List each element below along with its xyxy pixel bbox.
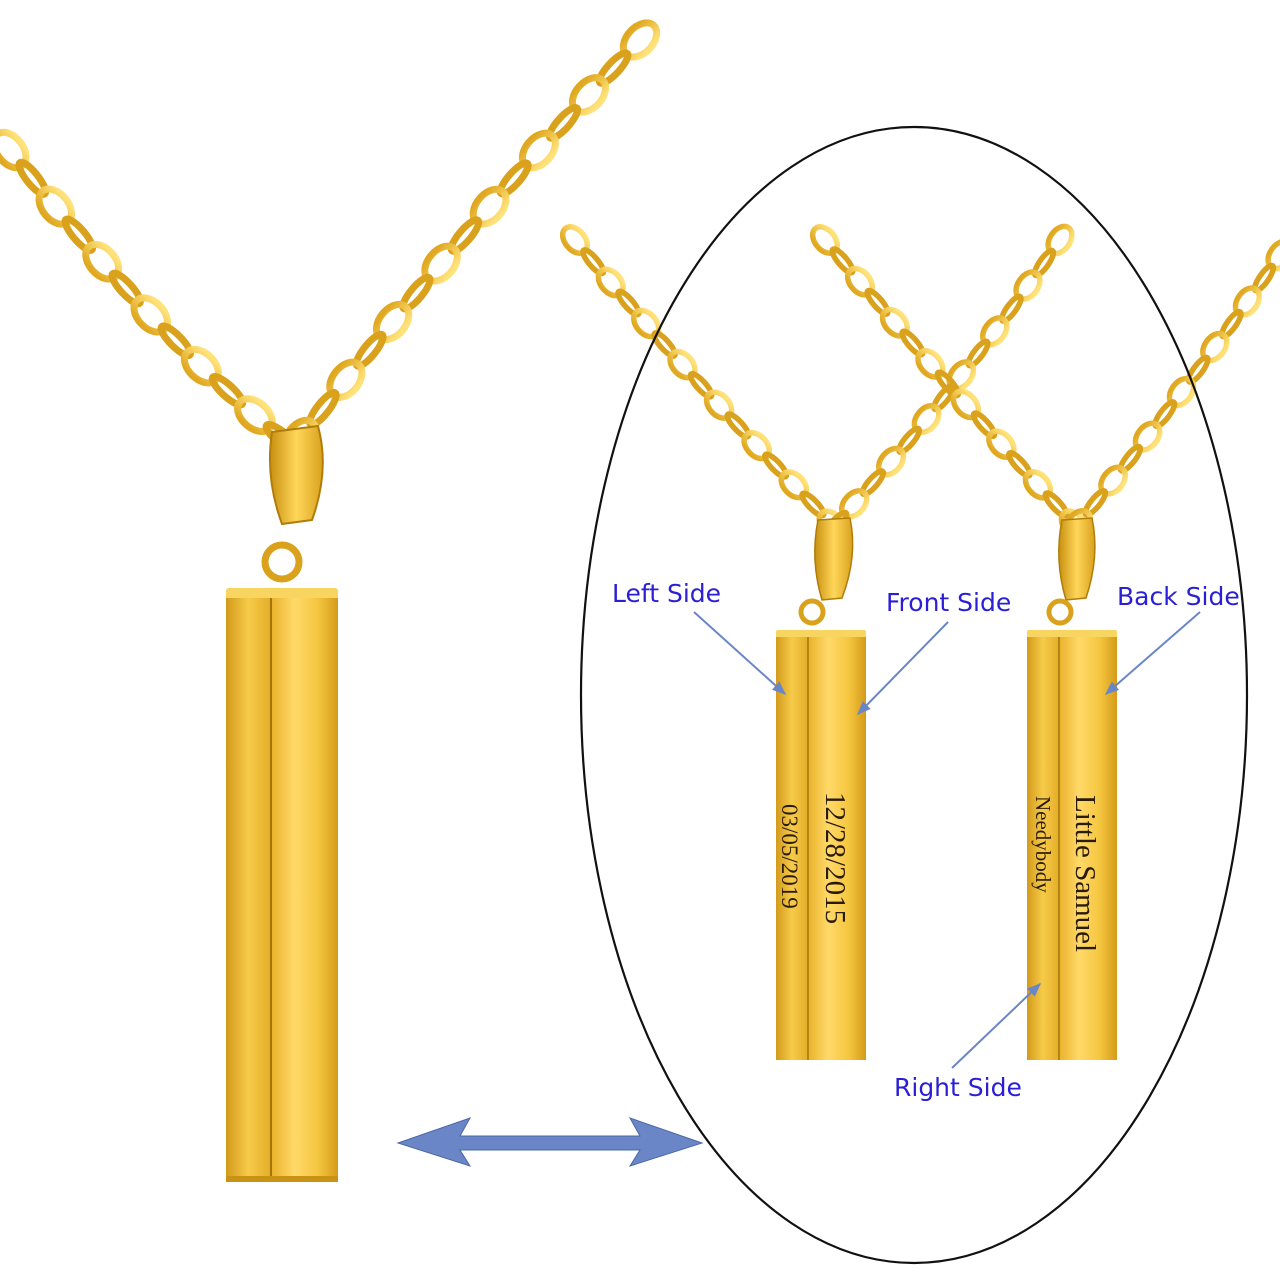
pointer-right-side	[951, 983, 1042, 1069]
chain-link	[970, 410, 998, 440]
chain-link	[762, 451, 790, 480]
pendant-a-front-face	[808, 637, 866, 1060]
detail-oval	[579, 125, 1249, 1265]
chain-link	[157, 322, 194, 360]
pendant-a-chain-left	[559, 224, 848, 540]
pointer-back-side	[1104, 611, 1201, 695]
chain-link	[651, 330, 678, 359]
engraving-left-date: 03/05/2019	[777, 804, 802, 909]
large-bar-front-face	[271, 598, 338, 1180]
chain-link	[595, 49, 632, 87]
label-back-side: Back Side	[1117, 582, 1240, 611]
chain-link	[687, 371, 715, 400]
chain-link	[180, 345, 222, 387]
large-bail	[268, 424, 324, 526]
pendant-b-jump-ring	[1046, 598, 1074, 626]
chain-link	[829, 246, 856, 276]
label-left-side: Left Side	[612, 579, 721, 608]
large-bar-bottom	[226, 1176, 338, 1182]
chain-link	[778, 469, 810, 501]
pendant-b-chain-left	[809, 224, 1090, 540]
engraving-front-date: 12/28/2015	[819, 792, 851, 924]
pointer-left-side	[693, 611, 787, 695]
chain-link	[864, 287, 891, 317]
label-right-side: Right Side	[894, 1073, 1022, 1102]
chain-link	[1042, 490, 1070, 519]
large-bar-left-face	[226, 598, 271, 1180]
large-jump-ring	[261, 541, 303, 583]
chain-link	[61, 215, 97, 254]
pendant-a: 12/28/2015 03/05/2019	[776, 517, 866, 1060]
double-headed-arrow-icon	[396, 1117, 704, 1167]
engraving-back-name: Little Samuel	[1069, 795, 1101, 952]
chain-link	[1022, 469, 1054, 501]
pendant-b-bail	[1058, 517, 1096, 601]
chain-link	[580, 247, 607, 277]
pendant-b-front-face	[1059, 637, 1117, 1060]
pendant-a-jump-ring	[798, 598, 826, 626]
label-front-side: Front Side	[886, 588, 1011, 617]
chain-link	[741, 429, 773, 462]
engraving-right-name: Needybody	[1031, 796, 1055, 893]
chain-link	[15, 158, 50, 198]
large-chain-left	[0, 128, 302, 455]
pendant-a-bail	[814, 517, 854, 601]
large-pendant	[226, 424, 338, 1182]
chains-layer	[0, 19, 1280, 540]
chain-link	[130, 294, 171, 336]
pointer-front-side	[857, 621, 949, 716]
pointer-arrows	[693, 611, 1201, 1069]
pendant-b: Little Samuel Needybody	[1027, 517, 1117, 1060]
pendant-b-chain-right	[1062, 238, 1280, 540]
large-chain-right	[280, 19, 661, 460]
chain-link	[615, 288, 642, 318]
pendant-a-left-face	[776, 637, 808, 1060]
chain-link	[108, 269, 144, 308]
pendant-a-chain-right	[822, 223, 1075, 539]
